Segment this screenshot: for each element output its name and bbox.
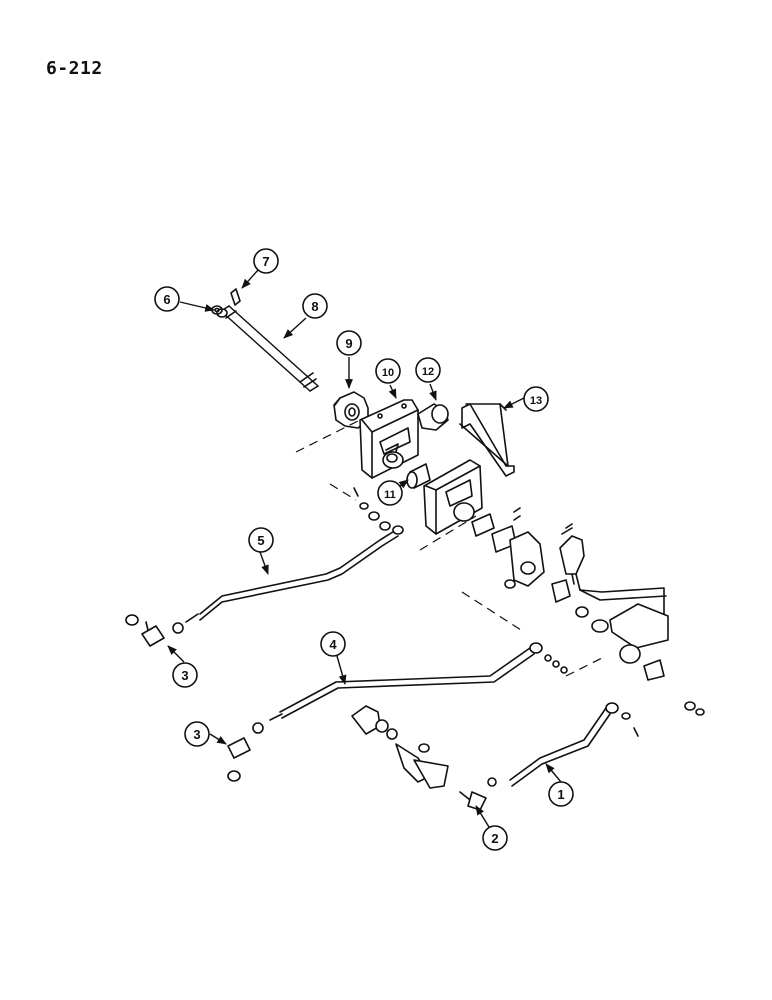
callout-2: 2 [482, 825, 508, 851]
alignment-line-lower [461, 591, 525, 633]
bushing-part-11 [406, 463, 431, 489]
svg-text:2: 2 [491, 831, 498, 846]
pin-part-7 [230, 288, 241, 306]
svg-text:10: 10 [382, 367, 394, 379]
callout-6: 6 [154, 286, 180, 312]
alignment-line-center [419, 515, 477, 551]
pivot-assembly-part-2 [351, 705, 487, 811]
callout-9: 9 [336, 330, 362, 356]
leader-1 [545, 763, 562, 783]
callout-8: 8 [302, 293, 328, 319]
svg-text:6: 6 [163, 292, 170, 307]
plate-part-10 [359, 399, 419, 479]
svg-text:5: 5 [257, 533, 264, 548]
rod-part-4 [269, 642, 568, 721]
callout-1: 1 [548, 781, 574, 807]
callout-3-lower: 3 [184, 721, 210, 747]
rod-end-part-3-upper [125, 614, 184, 647]
leader-12 [429, 383, 437, 401]
svg-text:3: 3 [181, 668, 188, 683]
shaft-part-8 [216, 305, 319, 392]
callout-5: 5 [248, 527, 274, 553]
alignment-line-right [565, 655, 607, 677]
knob-part-12 [417, 403, 449, 431]
leader-3-upper [167, 645, 185, 663]
callout-13: 13 [523, 386, 549, 412]
leader-3-lower [209, 733, 227, 745]
leader-4 [336, 655, 347, 685]
lever-part-13 [459, 403, 515, 477]
leader-8 [283, 317, 307, 339]
leader-7 [241, 269, 259, 289]
leader-6 [179, 301, 215, 312]
rod-end-part-3-lower [227, 722, 264, 782]
svg-text:13: 13 [530, 395, 542, 407]
svg-text:11: 11 [384, 489, 396, 501]
callout-12: 12 [415, 357, 441, 383]
alignment-line-upper [295, 419, 361, 453]
leader-2 [475, 805, 490, 828]
lever-hub-part-9 [333, 391, 369, 429]
page-number: 6-212 [46, 58, 103, 79]
rod-part-5 [185, 525, 404, 623]
callout-4: 4 [320, 631, 346, 657]
svg-text:12: 12 [422, 366, 434, 378]
callout-11: 11 [377, 480, 403, 506]
shift-lever-assembly [509, 507, 705, 716]
rod-part-1 [487, 702, 639, 787]
leader-5 [259, 551, 269, 575]
svg-text:9: 9 [345, 336, 352, 351]
gate-plate-assembly [423, 459, 517, 553]
leader-11 [398, 479, 409, 489]
callout-10: 10 [375, 358, 401, 384]
svg-text:3: 3 [193, 727, 200, 742]
svg-text:4: 4 [329, 637, 337, 652]
callout-7: 7 [253, 248, 279, 274]
leader-10 [388, 384, 397, 399]
svg-text:7: 7 [262, 254, 269, 269]
callout-3-upper: 3 [172, 662, 198, 688]
alignment-line-left [329, 483, 357, 501]
svg-text:1: 1 [557, 787, 564, 802]
svg-text:8: 8 [311, 299, 318, 314]
leader-13 [503, 397, 525, 409]
hardware-cluster-upper [353, 487, 516, 589]
